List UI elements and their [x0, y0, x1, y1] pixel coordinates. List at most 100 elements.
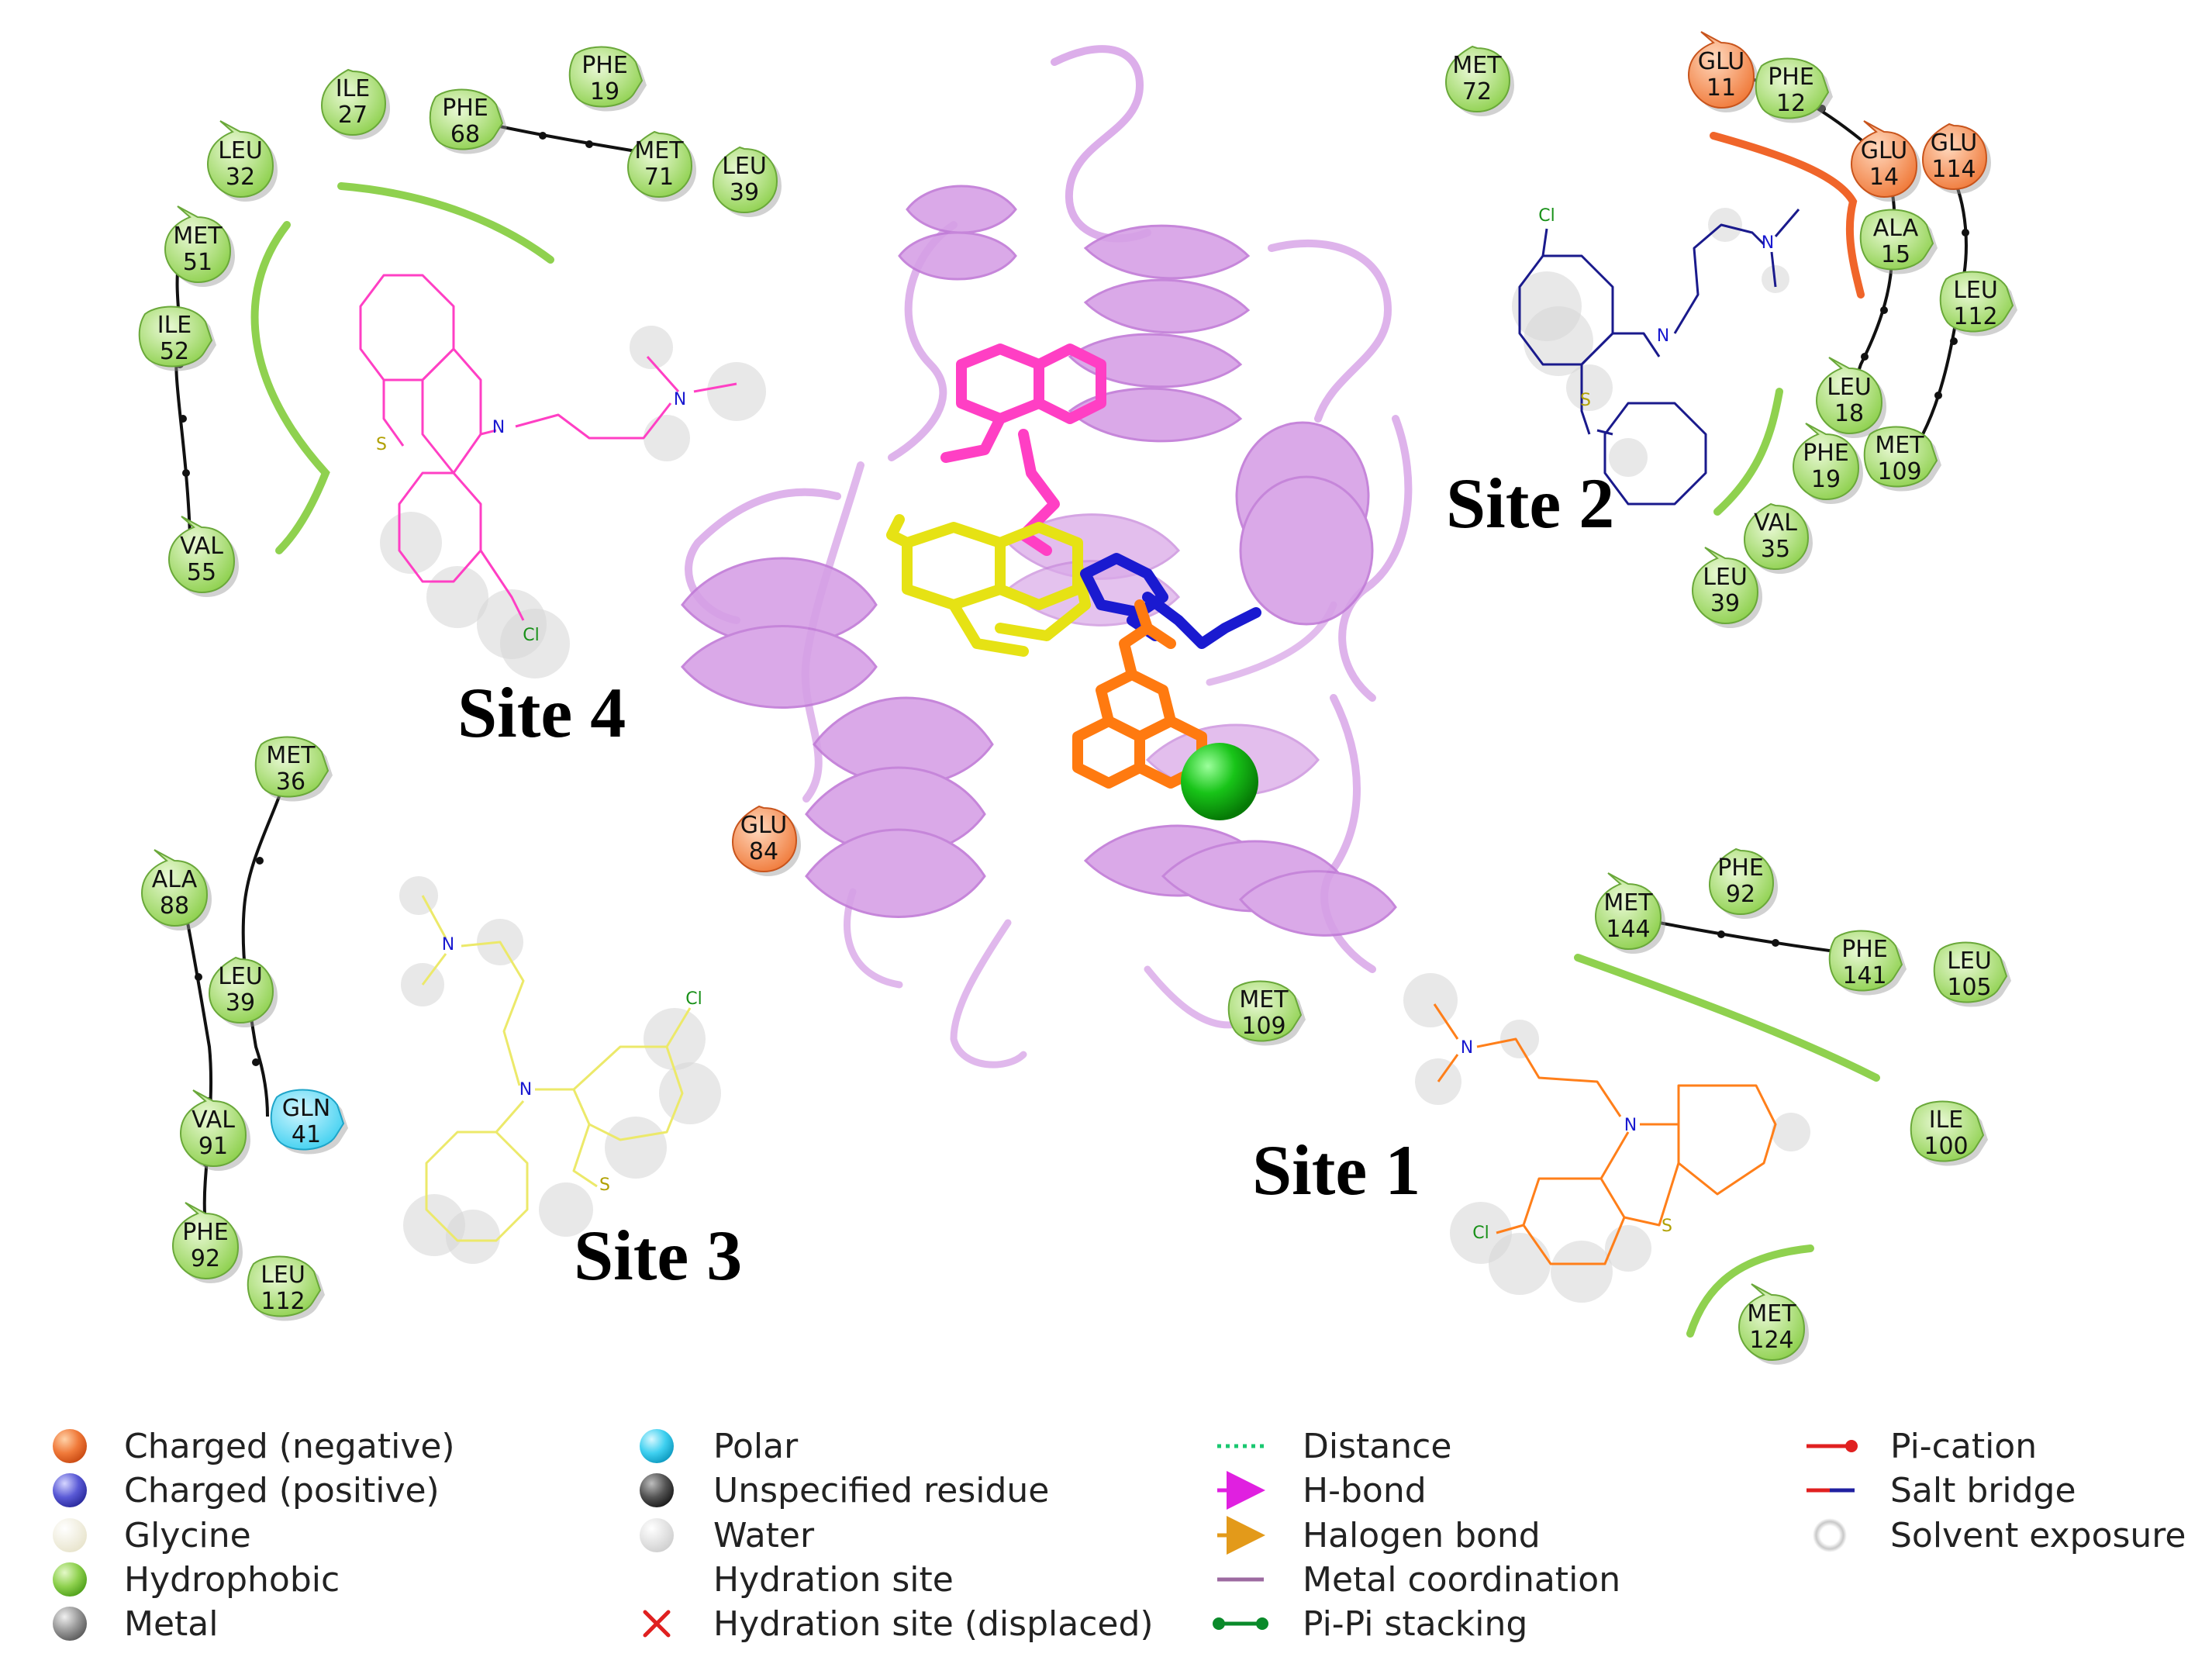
residue-name: PHE — [1768, 64, 1814, 91]
site1-label: Site 1 — [1252, 1131, 1420, 1210]
legend-hydrophobic-swatch — [53, 1562, 87, 1597]
residue-name: GLU — [1698, 48, 1744, 75]
legend-polar-swatch — [640, 1429, 674, 1463]
site2-atom-s: S — [1580, 391, 1591, 410]
site1-ligand — [1433, 1003, 1777, 1265]
legend-negative-swatch — [53, 1429, 87, 1463]
site2-ligand — [1518, 209, 1800, 506]
legend-label: Pi-cation — [1890, 1427, 2037, 1466]
residue-number: 88 — [160, 892, 189, 920]
residue-number: 109 — [1241, 1013, 1285, 1040]
site4-atom-n2: N — [674, 390, 686, 409]
residue-name: ILE — [336, 75, 371, 102]
residue-name: MET — [1875, 432, 1924, 459]
site2-atom-n: N — [1657, 326, 1669, 346]
site3-label: Site 3 — [574, 1216, 742, 1295]
residue-number: 114 — [1931, 156, 1976, 183]
residue-number: 32 — [226, 164, 255, 191]
residue-name: PHE — [581, 52, 628, 79]
legend-label: Glycine — [124, 1516, 251, 1555]
legend: Charged (negative) Charged (positive) Gl… — [53, 1427, 2186, 1644]
site4-hydrophobic-contours — [250, 182, 554, 554]
residue-number: 35 — [1761, 536, 1790, 563]
legend-label: Distance — [1303, 1427, 1451, 1466]
residue-number: 11 — [1706, 74, 1736, 102]
residue-number: 100 — [1924, 1133, 1968, 1160]
site1-atom-s: S — [1662, 1217, 1672, 1236]
residue-number: 39 — [226, 989, 255, 1017]
legend-label: Salt bridge — [1890, 1471, 2076, 1510]
legend-pipi-icon — [1213, 1617, 1268, 1630]
residue-number: 71 — [644, 164, 674, 191]
residue-number: 144 — [1606, 916, 1650, 943]
residue-name: MET — [173, 223, 223, 250]
residue-number: 112 — [1953, 303, 1997, 330]
residue-number: 39 — [1710, 590, 1740, 617]
site4-label: Site 4 — [457, 673, 626, 752]
residue-name: VAL — [192, 1106, 235, 1134]
site1-ligand-atoms: N N S Cl — [1461, 1038, 1672, 1243]
site2-atom-n2: N — [1762, 233, 1774, 253]
residue-number: 39 — [730, 179, 759, 206]
site3-ligand — [421, 895, 692, 1242]
legend-unspecified-swatch — [640, 1473, 674, 1507]
residue-name: MET — [1603, 889, 1653, 917]
site3-ligand-atoms: N N S Cl — [442, 935, 702, 1195]
ligand-stick-site3 — [886, 514, 1091, 657]
residue-name: GLN — [282, 1095, 330, 1122]
site3-residue-chain — [185, 775, 288, 1249]
residue-name: PHE — [182, 1219, 229, 1246]
residue-name: ALA — [152, 866, 198, 893]
residue-name: VAL — [1754, 509, 1797, 537]
site2-salt-bridge — [1710, 132, 1865, 299]
residue-number: 105 — [1947, 974, 1991, 1001]
legend-label: Water — [713, 1516, 815, 1555]
site3-atom-n2: N — [519, 1080, 532, 1099]
legend-label: Polar — [713, 1427, 799, 1466]
legend-displaced-icon — [643, 1610, 671, 1638]
legend-label: Unspecified residue — [713, 1471, 1049, 1510]
ligand-stick-site4 — [940, 343, 1106, 556]
residue-number: 92 — [1726, 881, 1755, 908]
residue-number: 91 — [198, 1133, 228, 1160]
residue-name: PHE — [1717, 854, 1764, 882]
legend-positive-swatch — [53, 1473, 87, 1507]
residue-name: MET — [1747, 1300, 1796, 1327]
site3-atom-cl: Cl — [685, 989, 702, 1009]
site3-atom-n: N — [442, 935, 454, 955]
site4-atom-n: N — [492, 418, 505, 437]
legend-label: Metal — [124, 1604, 218, 1644]
residue-number: 19 — [1811, 466, 1841, 493]
site2-label: Site 2 — [1446, 464, 1614, 543]
legend-label: Pi-Pi stacking — [1303, 1604, 1527, 1644]
site4-ligand — [359, 274, 737, 621]
legend-pication-icon — [1807, 1440, 1858, 1452]
residue-name: ILE — [1929, 1106, 1964, 1134]
residue-number: 19 — [590, 78, 619, 105]
residue-name: MET — [266, 742, 316, 769]
residue-name: LEU — [218, 137, 263, 164]
residue-name: VAL — [180, 533, 223, 560]
